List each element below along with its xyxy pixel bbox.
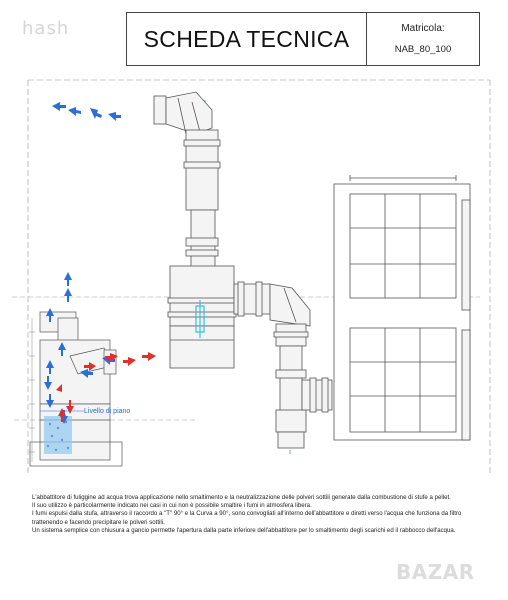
sheet-header: SCHEDA TECNICA Matricola: NAB_80_100 (126, 12, 480, 66)
description-paragraph: Un sistema semplice con chiusura a ganci… (32, 526, 456, 534)
lower-vertical-pipe (273, 323, 309, 449)
description-paragraph: Il suo utilizzo è particolarmente indica… (32, 502, 312, 510)
inlet-elbow (153, 91, 213, 135)
abatement-tank (167, 265, 237, 369)
title-cell: SCHEDA TECNICA (127, 13, 367, 65)
serial-label: Matricola: (401, 23, 445, 34)
small-side-unit (29, 311, 123, 467)
vertical-flue-pipe (183, 129, 221, 283)
wall-elbow (301, 377, 333, 413)
cyan-connector-marker (195, 300, 205, 338)
description-paragraph: L'abbattitore di fuliggine ad acqua trov… (32, 494, 451, 501)
sheet-title: SCHEDA TECNICA (143, 25, 350, 52)
window-panels (333, 175, 471, 441)
water-reservoir (44, 416, 72, 454)
t-connector (233, 281, 311, 327)
serial-value: NAB_80_100 (394, 44, 452, 55)
technical-drawing: Livello di piano (12, 79, 491, 475)
bazar-watermark-logo: BAZAR (396, 560, 475, 584)
description-text: L'abbattitore di fuliggine ad acqua trov… (32, 494, 472, 535)
dimension-marks (29, 318, 35, 462)
serial-cell: Matricola: NAB_80_100 (367, 13, 479, 65)
description-paragraph: I fumi espulsi dalla stufa, attraverso i… (32, 510, 462, 526)
red-flow-arrows (56, 352, 156, 422)
level-label: Livello di piano (84, 408, 130, 415)
watermark-hash: hash (22, 18, 70, 39)
